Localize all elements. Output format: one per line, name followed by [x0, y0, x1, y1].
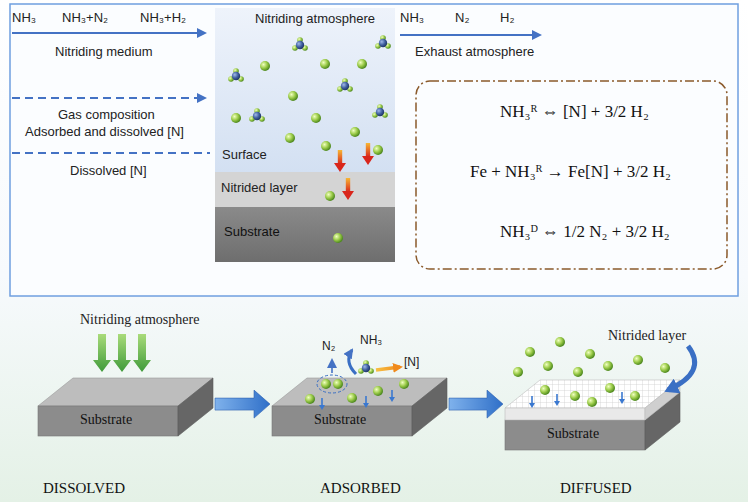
slab-outline	[505, 392, 680, 450]
label-text: N₂	[455, 11, 469, 26]
substrate-slab: SubstrateDIFFUSED	[505, 392, 680, 450]
node-text: Nitrided layer	[221, 181, 298, 196]
substrate-slab: SubstrateADSORBED	[272, 378, 447, 436]
label-text: NH₃	[360, 334, 382, 348]
label-text: Adsorbed and dissolved [N]	[25, 125, 184, 140]
dissolved-arrows-part	[133, 334, 151, 372]
equation-box: NH₃ᴿ ⇔ [N] + 3/2 H₂ Fe + NH₃ᴿ → Fe[N] + 3…	[415, 80, 728, 270]
adsorption-scene-part	[376, 367, 400, 370]
slab-outline	[38, 378, 213, 436]
adsorption-scene-part	[358, 360, 374, 374]
dissolved-arrows-part	[93, 334, 111, 372]
node-text: Substrate	[80, 412, 132, 428]
slab-side-face	[645, 392, 680, 450]
node-text: Substrate	[314, 412, 366, 428]
slab-outline	[272, 378, 447, 436]
label-text: NH₃	[12, 11, 36, 26]
label-text: Exhaust atmosphere	[415, 45, 534, 60]
diffusion-scene-part	[513, 367, 523, 377]
label-text: Nitriding medium	[55, 45, 153, 60]
node-text: Substrate	[224, 225, 280, 240]
diffusion-scene-part	[633, 355, 643, 365]
label-text: Nitriding atmosphere	[80, 312, 199, 328]
slab-front-face	[38, 406, 178, 436]
label-text: Nitrided layer	[608, 328, 686, 344]
node-caption: DIFFUSED	[560, 480, 632, 497]
label-text: Gas composition	[58, 108, 155, 123]
diffusion-scene-part	[585, 349, 595, 359]
diffusion-scene-part	[555, 337, 565, 347]
label-text: N₂	[322, 340, 335, 354]
diffusion-scene-part	[543, 361, 553, 371]
diffusion-scene-part	[603, 361, 613, 371]
node-caption: Surface	[222, 148, 267, 163]
node-caption: NH₃ᴰ ⇔ 1/2 N₂ + 3/2 H₂	[500, 222, 670, 242]
diffusion-scene-part	[573, 367, 583, 377]
substrate-slab: SubstrateDISSOLVED	[38, 378, 213, 436]
node-text: NH₃ᴿ ⇔ [N] + 3/2 H₂	[500, 102, 649, 122]
adsorption-scene-part	[349, 350, 356, 374]
medium-arrow	[12, 32, 205, 34]
dissolved-dashed-line	[12, 152, 210, 154]
node-caption: ADSORBED	[320, 480, 401, 497]
label-text: H₂	[500, 11, 514, 26]
label-text: Dissolved [N]	[70, 164, 147, 179]
exhaust-arrow	[400, 34, 540, 36]
slab-side-face	[178, 378, 213, 436]
substrate-band: Substrate	[215, 207, 395, 262]
adsorption-scene-part	[331, 360, 333, 373]
atmosphere-band: Nitriding atmosphereSurface	[215, 8, 395, 172]
label-text: NH₃+N₂	[62, 11, 108, 26]
dissolved-arrows	[93, 334, 151, 372]
label-text: NH₃+H₂	[140, 11, 186, 26]
node-caption: DISSOLVED	[43, 480, 125, 497]
nitrided-layer-band: Nitrided layer	[215, 172, 395, 207]
node-text: Nitriding atmosphere	[255, 12, 375, 27]
diffusion-scene-part	[660, 363, 670, 373]
top-panel-frame	[10, 4, 738, 296]
slab-front-face	[505, 420, 645, 450]
stage-arrow	[449, 390, 503, 418]
label-text: NH₃	[400, 11, 424, 26]
diffusion-scene-part	[605, 383, 615, 393]
node-text: Substrate	[547, 426, 599, 442]
dashed-outline	[416, 81, 727, 269]
slab-side-face	[412, 378, 447, 436]
node-caption: Fe + NH₃ᴿ → Fe[N] + 3/2 H₂	[470, 162, 671, 182]
gas-dashed-arrow	[12, 97, 205, 99]
dissolved-arrows-part	[113, 334, 131, 372]
stage-arrow	[215, 390, 270, 418]
callout-arrow	[668, 346, 695, 390]
diffusion-scene-part	[525, 347, 535, 357]
slab-front-face	[272, 406, 412, 436]
label-text: [N]	[404, 356, 419, 370]
